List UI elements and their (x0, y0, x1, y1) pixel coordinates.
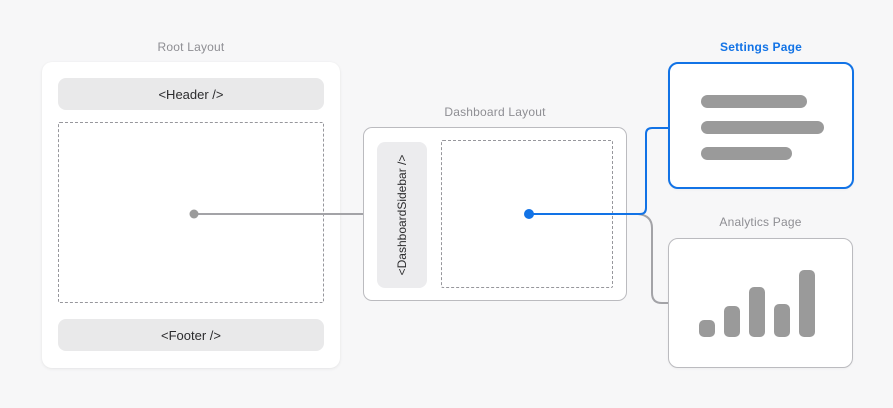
mini-bar (774, 304, 790, 337)
mini-bar (699, 320, 715, 337)
header-component-pill: <Header /> (58, 78, 324, 110)
dashboard-children-slot (441, 140, 613, 288)
root-layout-label: Root Layout (157, 40, 225, 54)
settings-skeleton (701, 95, 824, 160)
mini-bar (749, 287, 765, 337)
settings-page-card (668, 62, 854, 189)
analytics-bar-chart-icon (699, 270, 815, 337)
dashboard-sidebar-label: <DashboardSidebar /> (395, 154, 409, 276)
mini-bar (799, 270, 815, 337)
connector-dashboard-to-analytics (637, 213, 668, 304)
dashboard-layout-card: <DashboardSidebar /> (363, 127, 627, 301)
settings-page-label: Settings Page (720, 40, 802, 54)
skeleton-line (701, 147, 792, 160)
skeleton-line (701, 121, 824, 134)
dashboard-sidebar-pill: <DashboardSidebar /> (377, 142, 427, 288)
root-layout-card: <Header /> <Footer /> (42, 62, 340, 368)
footer-component-pill: <Footer /> (58, 319, 324, 351)
mini-bar (724, 306, 740, 337)
analytics-page-card (668, 238, 853, 368)
dashboard-layout-label: Dashboard Layout (444, 105, 546, 119)
root-children-slot (58, 122, 324, 303)
analytics-page-label: Analytics Page (719, 215, 802, 229)
skeleton-line (701, 95, 807, 108)
